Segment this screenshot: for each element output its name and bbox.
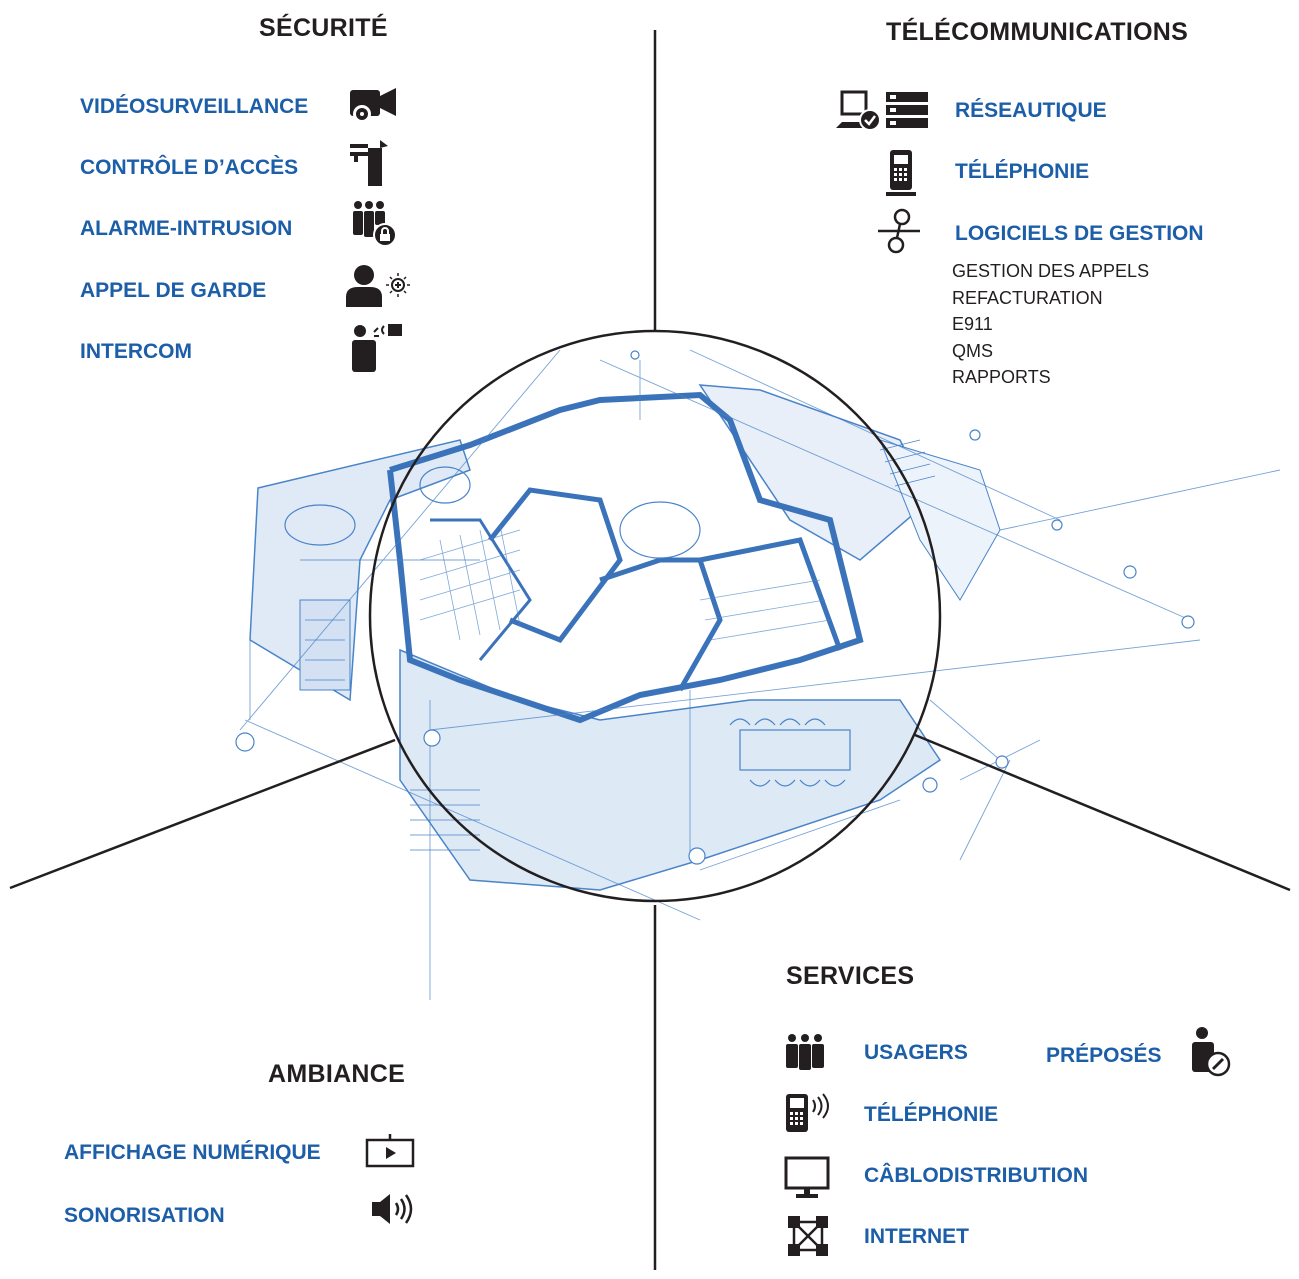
subitem-qms: QMS bbox=[952, 340, 994, 361]
blueprint-floorplan bbox=[235, 349, 1281, 1000]
subitem-e911: E911 bbox=[952, 314, 993, 334]
securite-item-controle-acces[interactable]: CONTRÔLE D’ACCÈS bbox=[80, 156, 299, 179]
services-item-cablodistribution[interactable]: CÂBLODISTRIBUTION bbox=[864, 1164, 1088, 1187]
subitem-refacturation: REFACTURATION bbox=[952, 287, 1103, 308]
internet-network-icon bbox=[788, 1216, 828, 1256]
digital-display-icon bbox=[365, 1134, 415, 1168]
desk-phone-icon bbox=[886, 150, 916, 196]
attendant-icon bbox=[1192, 1027, 1231, 1077]
services-item-usagers[interactable]: USAGERS bbox=[864, 1041, 968, 1064]
ambiance-item-affichage[interactable]: AFFICHAGE NUMÉRIQUE bbox=[64, 1141, 321, 1164]
telecom-item-reseautique[interactable]: RÉSEAUTIQUE bbox=[955, 99, 1107, 122]
securite-item-alarme-intrusion[interactable]: ALARME-INTRUSION bbox=[80, 217, 293, 240]
speaker-icon bbox=[372, 1194, 413, 1224]
subitem-gestion-appels: GESTION DES APPELS bbox=[952, 261, 1150, 281]
securite-item-intercom[interactable]: INTERCOM bbox=[80, 340, 192, 363]
guard-call-icon bbox=[346, 265, 410, 307]
services-item-telephonie[interactable]: TÉLÉPHONIE bbox=[864, 1103, 999, 1126]
magnifier-circle bbox=[368, 329, 942, 903]
mobile-phone-icon bbox=[786, 1093, 829, 1132]
tv-monitor-icon bbox=[784, 1156, 830, 1198]
telecom-item-logiciels[interactable]: LOGICIELS DE GESTION bbox=[955, 222, 1204, 245]
services-title: SERVICES bbox=[786, 962, 915, 990]
section-dividers bbox=[9, 30, 1291, 1270]
telecom-title: TÉLÉCOMMUNICATIONS bbox=[886, 18, 1189, 46]
services-item-internet[interactable]: INTERNET bbox=[864, 1225, 969, 1248]
services-item-preposes[interactable]: PRÉPOSÉS bbox=[1046, 1044, 1162, 1067]
securite-item-appel-de-garde[interactable]: APPEL DE GARDE bbox=[80, 279, 267, 302]
subitem-rapports: RAPPORTS bbox=[952, 367, 1051, 387]
video-camera-icon bbox=[350, 88, 396, 123]
ambiance-item-sonorisation[interactable]: SONORISATION bbox=[64, 1204, 225, 1227]
securite-item-videosurveillance[interactable]: VIDÉOSURVEILLANCE bbox=[80, 95, 309, 118]
users-icon bbox=[786, 1034, 824, 1070]
network-icon bbox=[836, 90, 928, 131]
intrusion-alarm-icon bbox=[353, 201, 396, 246]
securite-title: SÉCURITÉ bbox=[259, 14, 388, 42]
intercom-icon bbox=[352, 324, 402, 372]
access-gate-icon bbox=[350, 140, 388, 186]
telecom-item-telephonie[interactable]: TÉLÉPHONIE bbox=[955, 160, 1090, 183]
management-software-icon bbox=[878, 208, 920, 254]
telecom-subitems: GESTION DES APPELS REFACTURATION E911 QM… bbox=[952, 258, 1149, 391]
ambiance-title: AMBIANCE bbox=[268, 1060, 406, 1088]
